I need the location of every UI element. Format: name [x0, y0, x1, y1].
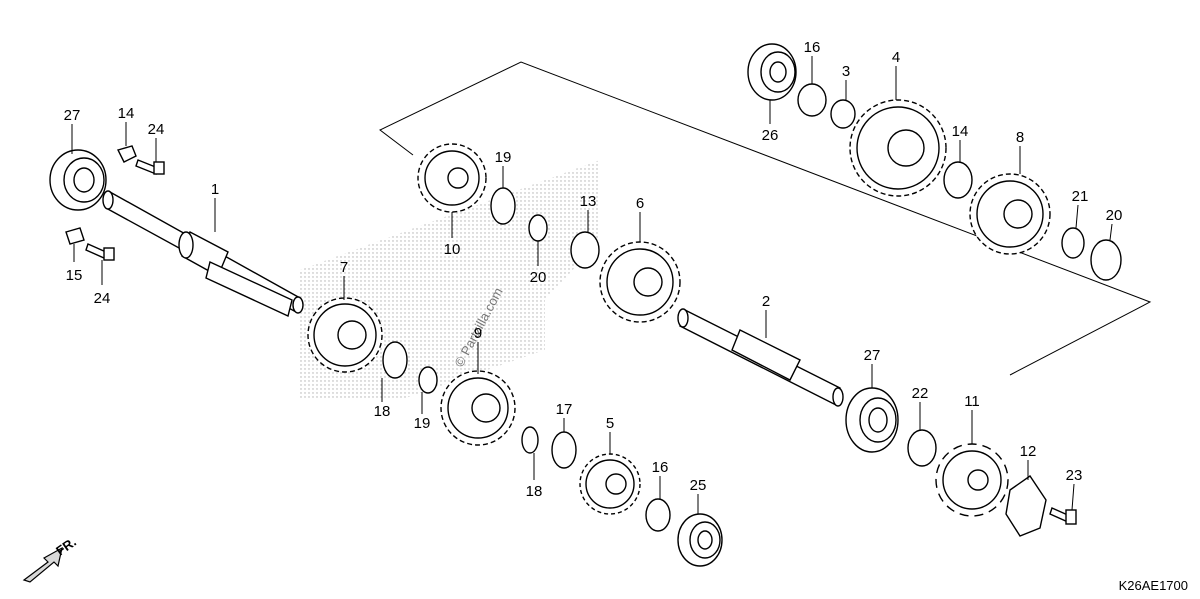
- clip-20-right: [521, 426, 539, 454]
- callout-2: 2: [762, 293, 770, 310]
- callout-25: 25: [690, 477, 707, 494]
- gear-6: [599, 241, 681, 323]
- bolt-24-upper: [135, 159, 165, 175]
- bolt-24-lower: [85, 243, 115, 261]
- bolt-23: [1049, 507, 1077, 525]
- clip-20-left: [418, 366, 438, 394]
- callout-3: 3: [842, 63, 850, 80]
- callout-6: 6: [636, 195, 644, 212]
- callout-19-right: 20: [1106, 207, 1123, 224]
- bearing-26: [747, 43, 797, 101]
- callout-5: 5: [606, 415, 614, 432]
- clip-21-right: [1061, 227, 1085, 259]
- callout-10: 10: [444, 241, 461, 258]
- callout-27-right: 27: [864, 347, 881, 364]
- callout-20-right: 18: [526, 483, 543, 500]
- plate-12: [1005, 475, 1047, 537]
- callout-14: 14: [952, 123, 969, 140]
- leader-lines: [71, 56, 1113, 514]
- washer-15: [797, 83, 827, 117]
- callout-18-left: 18: [374, 403, 391, 420]
- clip-21-left: [528, 214, 548, 242]
- callout-8: 8: [1016, 129, 1024, 146]
- gear-4: [849, 99, 947, 197]
- bearing-27-right: [845, 387, 899, 453]
- callout-27-left: 27: [64, 107, 81, 124]
- callout-4: 4: [892, 49, 900, 66]
- gear-7: [307, 297, 383, 373]
- bushing-3: [830, 99, 856, 129]
- mainshaft: [102, 190, 304, 317]
- callout-26: 26: [762, 127, 779, 144]
- callout-22: 22: [912, 385, 929, 402]
- gear-9: [440, 370, 516, 446]
- diagram-code: K26AE1700: [1119, 578, 1188, 593]
- callout-20-left: 19: [414, 415, 431, 432]
- bearing-27-left: [49, 149, 107, 211]
- callout-13: 13: [580, 193, 597, 210]
- bracket-16-lower: [65, 227, 85, 245]
- callout-21-right: 21: [1072, 188, 1089, 205]
- washer-18-right: [551, 431, 577, 469]
- front-direction-arrow: FR.: [22, 534, 79, 583]
- countershaft: [677, 308, 844, 407]
- bearing-25: [677, 513, 723, 567]
- callout-9: 9: [474, 325, 482, 342]
- bushing-13: [570, 231, 600, 269]
- callout-21-left: 20: [530, 269, 547, 286]
- callout-18-right: 17: [556, 401, 573, 418]
- washer-19-right: [1090, 239, 1122, 281]
- callout-16-lower: 15: [66, 267, 83, 284]
- callout-7: 7: [340, 259, 348, 276]
- washer-17: [645, 498, 671, 532]
- gear-8: [969, 173, 1051, 255]
- gear-10: [417, 143, 487, 213]
- callout-24-lower: 24: [94, 290, 111, 307]
- washer-19-left: [490, 187, 516, 225]
- callout-24-upper: 24: [148, 121, 165, 138]
- washer-18-left: [382, 341, 408, 379]
- group-outline: [379, 61, 1152, 376]
- callout-16-upper: 14: [118, 105, 135, 122]
- callout-labels: 27 14 24 1 15 24 7 18 19 9 10 19 20 13 6…: [64, 39, 1123, 500]
- callout-19-left: 19: [495, 149, 512, 166]
- seal-22: [907, 429, 937, 467]
- sprocket-11: [935, 443, 1009, 517]
- callout-1: 1: [211, 181, 219, 198]
- callout-23: 23: [1066, 467, 1083, 484]
- callout-15: 16: [804, 39, 821, 56]
- bracket-16-upper: [116, 145, 137, 163]
- callout-11: 11: [964, 393, 980, 410]
- washer-14: [943, 161, 973, 199]
- gear-5: [579, 453, 641, 515]
- callout-12: 12: [1020, 443, 1037, 460]
- callout-17: 16: [652, 459, 669, 476]
